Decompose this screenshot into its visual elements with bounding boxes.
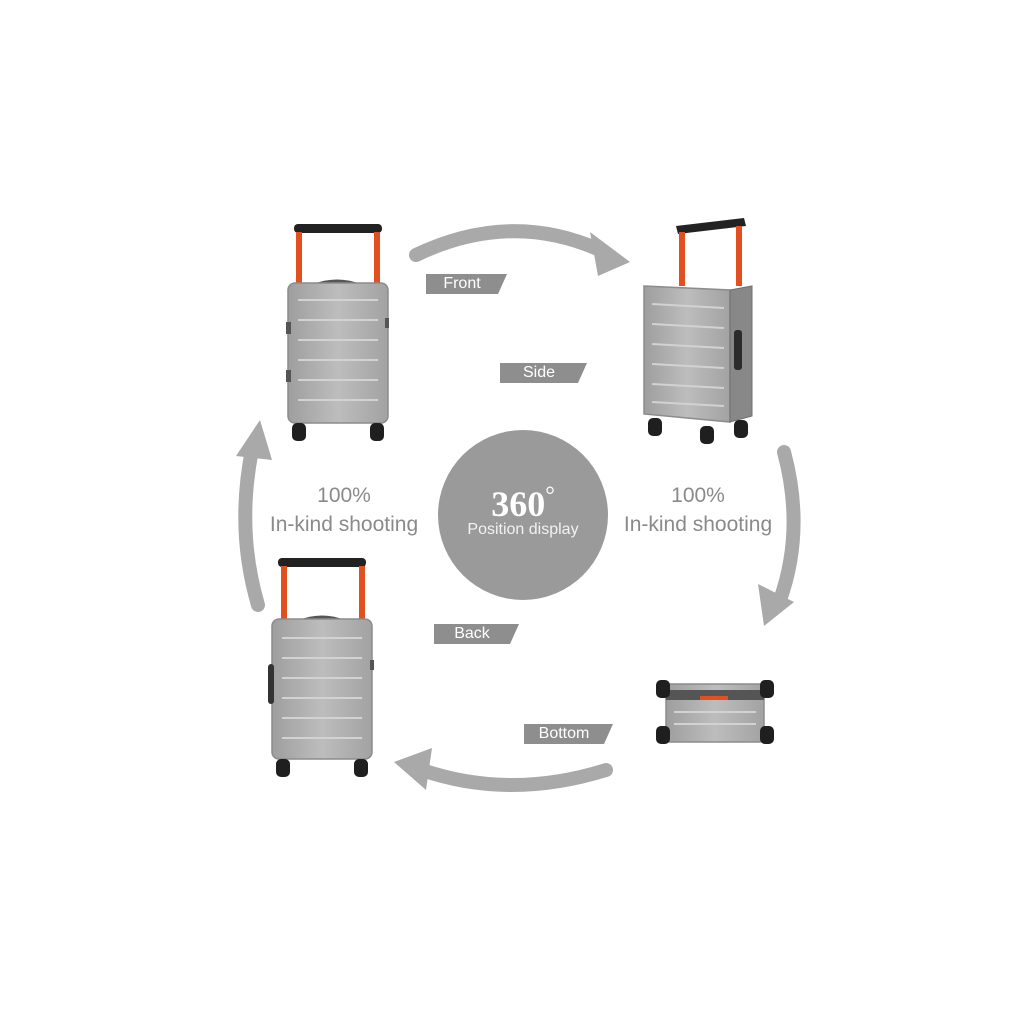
arrow-bottom (394, 748, 613, 792)
degree-caption: Position display (467, 521, 579, 538)
arrow-left (236, 420, 272, 612)
right-caption-line1: 100% (671, 484, 725, 507)
arrow-top (409, 224, 630, 276)
right-caption-line2: In-kind shooting (623, 513, 773, 536)
suitcase-bottom (656, 680, 774, 744)
label-side: Side (500, 363, 587, 383)
label-bottom: Bottom (524, 724, 613, 744)
left-caption-line2: In-kind shooting (269, 513, 419, 536)
degree-symbol: ° (545, 483, 555, 509)
suitcase-back (268, 558, 374, 777)
center-badge: 360° Position display (438, 430, 608, 600)
left-caption-line1: 100% (317, 484, 371, 507)
left-caption: 100% In-kind shooting (244, 481, 444, 539)
suitcase-side (643, 218, 753, 444)
suitcase-front (286, 224, 389, 441)
right-caption: 100% In-kind shooting (598, 481, 798, 539)
label-back: Back (434, 624, 519, 644)
label-front: Front (426, 274, 507, 294)
degree-number: 360 (491, 484, 546, 524)
arrow-right (758, 445, 801, 626)
degree-value: 360° (438, 476, 608, 524)
